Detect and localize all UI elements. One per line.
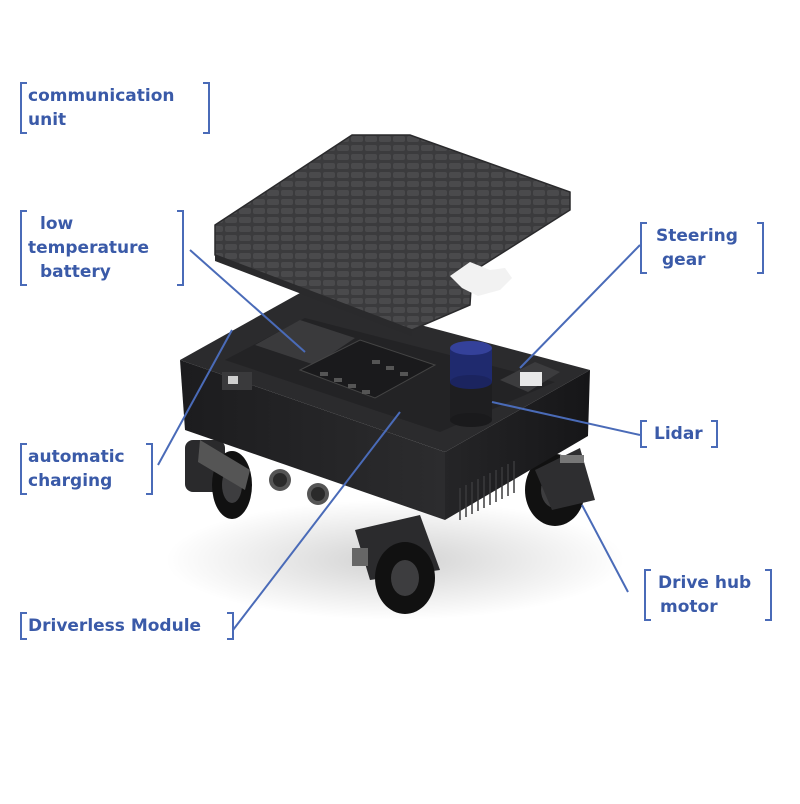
label-low-temperature-battery: low temperature battery: [20, 210, 184, 286]
label-battery-line1: low: [40, 214, 74, 234]
label-lidar-line1: Lidar: [654, 424, 703, 444]
wheel-back-right: [525, 448, 595, 526]
leader-steering: [519, 244, 641, 369]
label-battery-line2: temperature: [28, 238, 150, 258]
label-communication-unit-line2: unit: [28, 110, 67, 130]
label-battery-line3: battery: [40, 262, 111, 282]
label-drive-hub-motor: Drive hub motor: [644, 569, 772, 621]
label-steering-line2: gear: [662, 250, 706, 270]
label-charging-line1: automatic: [28, 447, 125, 467]
leader-drive-hub: [581, 504, 629, 593]
label-drive-hub-line1: Drive hub: [658, 573, 752, 593]
wheel-back-left: [185, 440, 252, 519]
label-automatic-charging: automatic charging: [20, 443, 153, 495]
label-lidar: Lidar: [640, 420, 718, 448]
label-communication-unit-line1: communication: [28, 86, 175, 106]
label-steering-gear: Steering gear: [640, 222, 764, 274]
lidar-sensor: [450, 341, 492, 427]
leader-lidar: [491, 401, 641, 436]
label-communication-unit: communication unit: [20, 82, 210, 134]
label-steering-line1: Steering: [656, 226, 738, 246]
label-drive-hub-line2: motor: [660, 597, 718, 617]
leader-battery: [189, 249, 306, 353]
leader-lines: [157, 244, 641, 631]
label-charging-line2: charging: [28, 471, 113, 491]
leader-charging: [157, 329, 233, 466]
wheel-front-left: [352, 515, 440, 614]
leader-driverless: [232, 411, 401, 631]
label-driverless-line1: Driverless Module: [28, 616, 202, 636]
label-driverless-module: Driverless Module: [20, 612, 234, 640]
top-cover: [214, 134, 571, 336]
